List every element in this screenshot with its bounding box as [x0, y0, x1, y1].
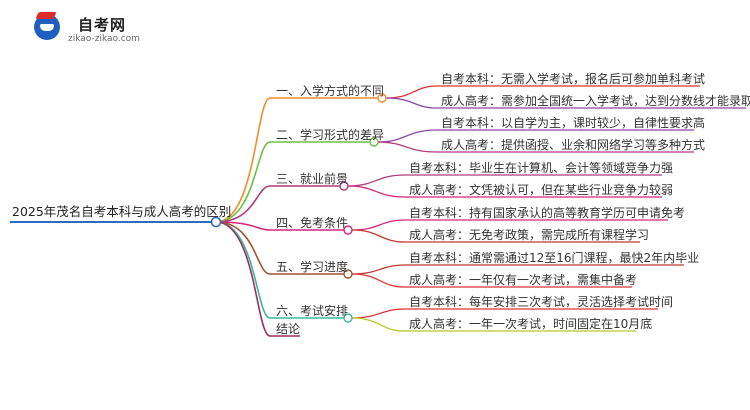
- branch-connector-7: [215, 221, 300, 337]
- leaf-6-2: 成人高考：一年一次考试，时间固定在10月底: [409, 317, 653, 331]
- leaf-connector-5-1: [351, 264, 684, 275]
- leaf-6-1: 自考本科：每年安排三次考试，灵活选择考试时间: [409, 295, 674, 309]
- root-node: [210, 216, 222, 228]
- branch-connector-1: [215, 97, 386, 223]
- leaf-connector-2-1: [377, 129, 694, 143]
- branch-connector-5: [215, 221, 352, 275]
- branch-label-1: 一、入学方式的不同: [276, 84, 385, 98]
- leaf-1-1: 自考本科：无需入学考试，报名后可参加单科考试: [441, 72, 706, 86]
- branch-label-4: 四、免考条件: [276, 216, 349, 230]
- branch-connector-3: [215, 185, 348, 223]
- leaf-2-2: 成人高考：提供函授、业余和网络学习等多种方式: [441, 138, 706, 152]
- site-logo[interactable]: 自考网 zikao-zikao.com: [34, 8, 154, 48]
- root-node-label: 2025年茂名自考本科与成人高考的区别: [12, 204, 232, 219]
- leaf-connector-1-2: [385, 97, 746, 109]
- branch-label-6: 六、考试安排: [276, 304, 349, 318]
- branch-label-3: 三、就业前景: [276, 172, 349, 186]
- leaf-4-2: 成人高考：无免考政策，需完成所有课程学习: [409, 228, 650, 242]
- leaf-connector-1-1: [385, 85, 700, 99]
- leaf-5-1: 自考本科：通常需通过12至16门课程，最快2年内毕业: [409, 251, 700, 265]
- leaf-connector-4-1: [351, 219, 668, 231]
- leaf-3-1: 自考本科：毕业生在计算机、会计等领域竞争力强: [409, 161, 674, 175]
- branch-node-4: [343, 225, 353, 235]
- leaf-5-2: 成人高考：一年仅有一次考试，需集中备考: [409, 273, 638, 287]
- branch-label-7: 结论: [276, 322, 301, 336]
- leaf-connector-3-2: [347, 185, 662, 198]
- branch-node-6: [343, 313, 353, 323]
- leaf-3-2: 成人高考：文凭被认可，但在某些行业竞争力较弱: [409, 183, 674, 197]
- branch-connector-2: [215, 141, 378, 223]
- leaf-2-1: 自考本科：以自学为主，课时较少，自律性要求高: [441, 116, 706, 130]
- leaf-1-2: 成人高考：需参加全国统一入学考试，达到分数线才能录取: [441, 94, 750, 108]
- leaf-connector-6-2: [351, 317, 636, 332]
- leaf-4-1: 自考本科：持有国家承认的高等教育学历可申请免考: [409, 206, 686, 220]
- leaf-connector-2-2: [377, 141, 694, 153]
- branch-connector-4: [215, 221, 352, 231]
- leaf-connector-6-1: [351, 308, 658, 319]
- branch-node-1: [377, 93, 387, 103]
- logo-title: 自考网: [78, 16, 127, 34]
- leaf-connector-3-1: [347, 174, 662, 187]
- branch-node-2: [369, 137, 379, 147]
- leaf-connector-5-2: [351, 273, 632, 288]
- branch-label-5: 五、学习进度: [276, 260, 349, 274]
- logo-url: zikao-zikao.com: [68, 34, 140, 44]
- branch-node-3: [339, 181, 349, 191]
- branch-node-5: [343, 269, 353, 279]
- branch-label-2: 二、学习形式的差异: [276, 128, 385, 142]
- leaf-connector-4-2: [351, 229, 640, 243]
